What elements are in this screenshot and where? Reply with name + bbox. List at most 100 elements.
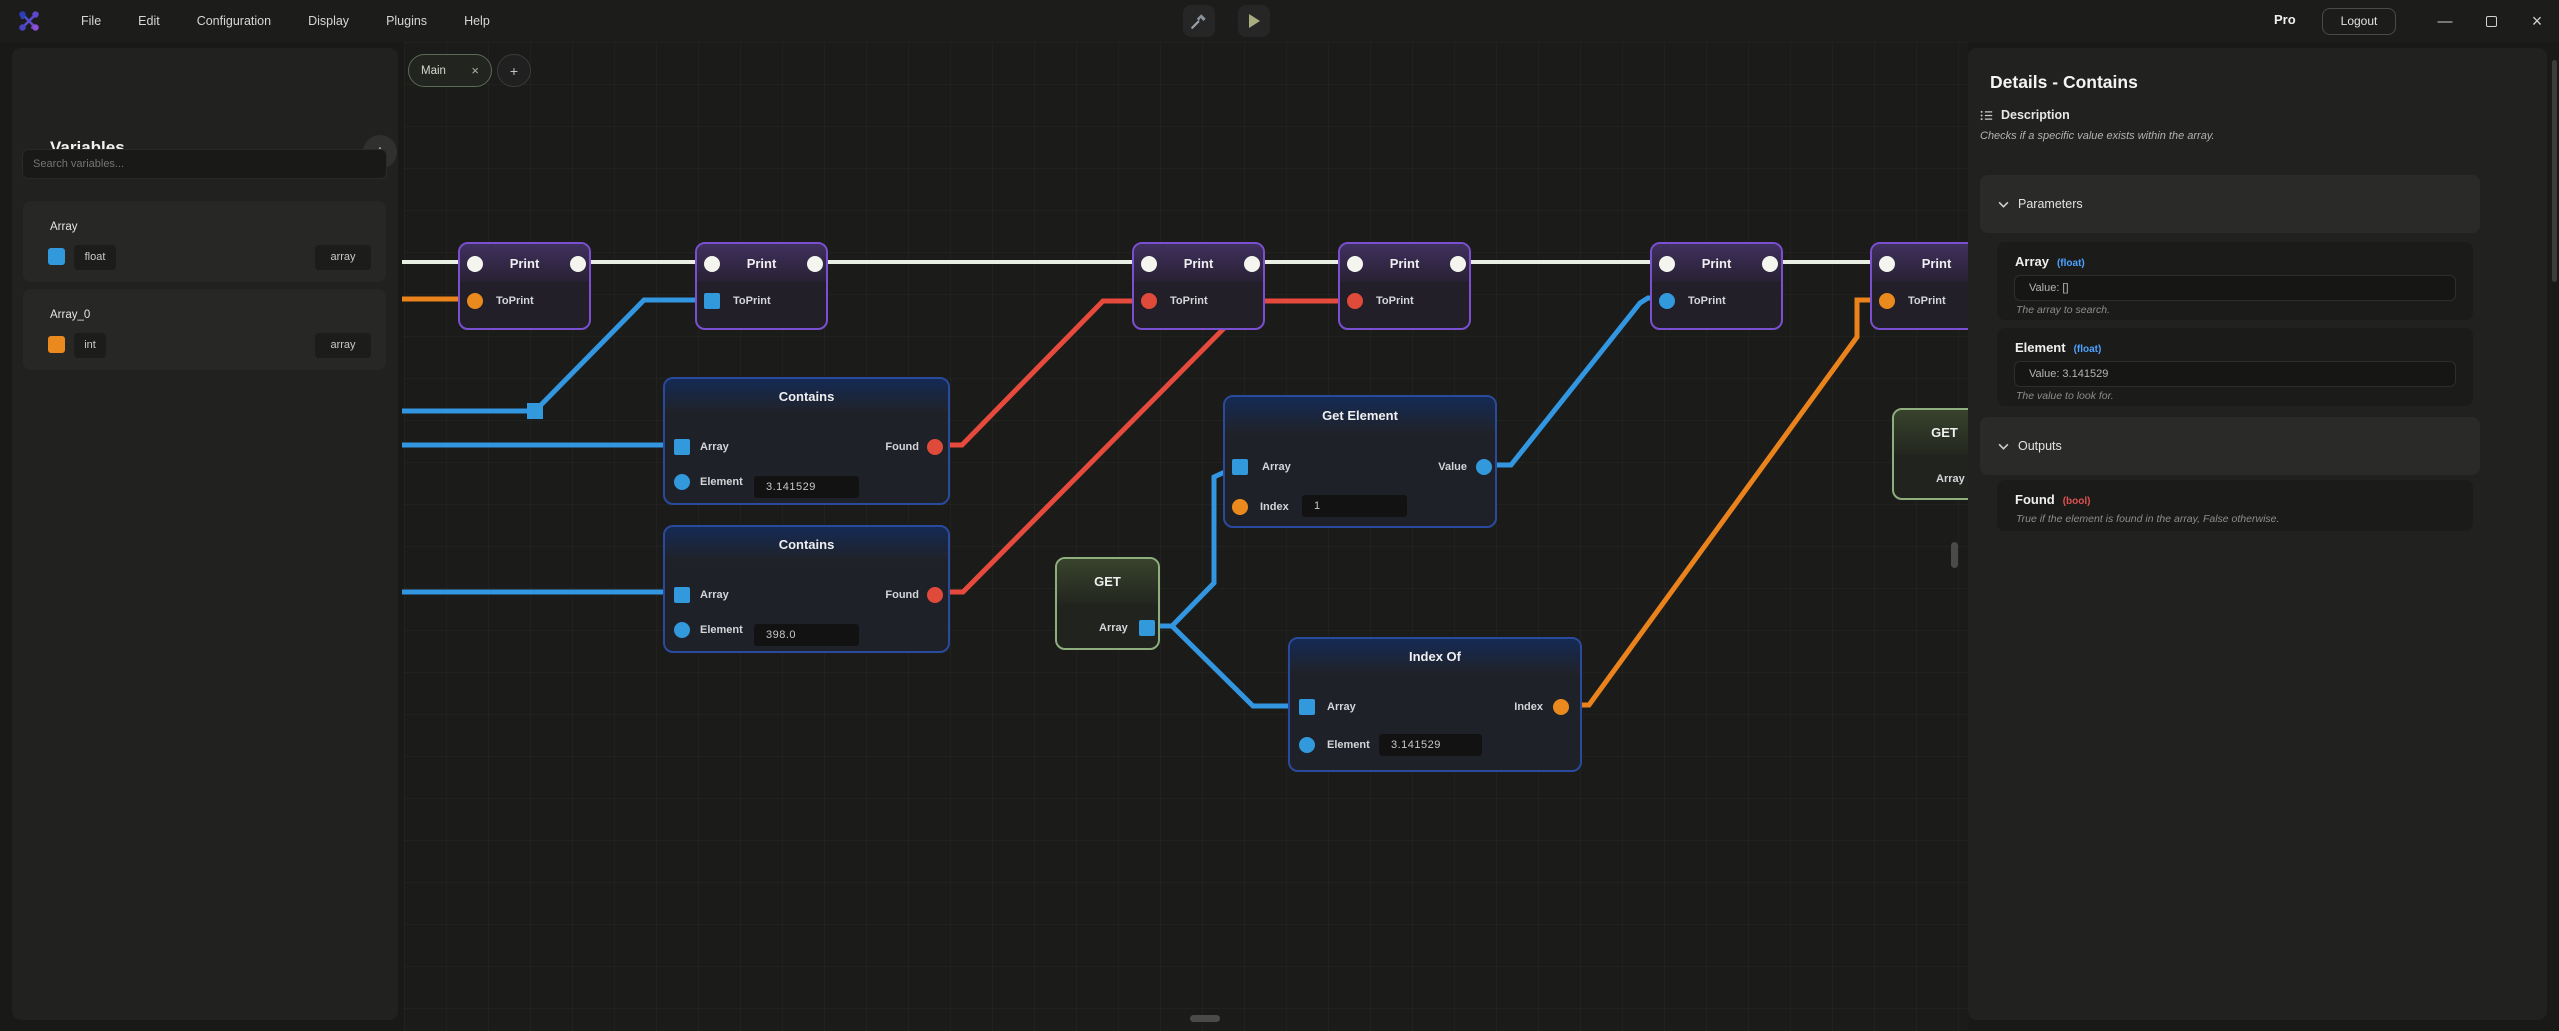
index-out-port[interactable] xyxy=(1553,699,1569,715)
node-canvas[interactable] xyxy=(404,42,1968,1031)
found-out-port[interactable] xyxy=(927,587,943,603)
element-value-input[interactable]: 3.141529 xyxy=(754,476,859,498)
node-title: Print xyxy=(509,255,540,271)
outputs-section-header[interactable]: Outputs xyxy=(1980,417,2480,475)
exec-in-port[interactable] xyxy=(1347,256,1363,272)
parameter-name: Element (float) xyxy=(2015,340,2101,355)
node-title: Print xyxy=(1389,255,1420,271)
build-button[interactable] xyxy=(1183,5,1215,37)
panel-scrollbar-thumb[interactable] xyxy=(2552,60,2557,282)
port-label: Index xyxy=(1514,701,1543,713)
parameter-type: (float) xyxy=(2073,344,2102,355)
node-print-5[interactable]: Print ToPrint xyxy=(1650,242,1783,330)
container-chip[interactable]: array xyxy=(315,245,371,270)
new-tab-button[interactable]: + xyxy=(497,54,531,87)
canvas-vertical-scrollbar-thumb[interactable] xyxy=(1951,542,1958,568)
exec-in-port[interactable] xyxy=(1879,256,1895,272)
node-get-element[interactable]: Get Element Array Value Index 1 xyxy=(1223,395,1497,528)
element-value-input[interactable]: 3.141529 xyxy=(1379,734,1482,756)
close-button[interactable]: × xyxy=(2531,10,2543,31)
array-in-port[interactable] xyxy=(1232,459,1248,475)
menu-file[interactable]: File xyxy=(81,14,102,28)
toprint-port[interactable] xyxy=(1659,293,1675,309)
exec-out-port[interactable] xyxy=(1762,256,1778,272)
type-chip[interactable]: int xyxy=(74,333,106,358)
parameter-card: Element(float) Value: 3.141529 The value… xyxy=(1997,328,2473,406)
element-in-port[interactable] xyxy=(1299,737,1315,753)
node-print-2[interactable]: Print ToPrint xyxy=(695,242,828,330)
index-value-input[interactable]: 1 xyxy=(1302,495,1407,517)
array-in-port[interactable] xyxy=(1299,699,1315,715)
tab-main[interactable]: Main × xyxy=(408,54,492,87)
logout-button[interactable]: Logout xyxy=(2322,8,2396,35)
variable-item[interactable]: Array float array xyxy=(23,201,386,282)
type-chip[interactable]: float xyxy=(74,245,116,270)
minimize-button[interactable]: — xyxy=(2437,12,2453,30)
parameter-name-text: Element xyxy=(2015,340,2066,355)
port-label: ToPrint xyxy=(1376,295,1414,307)
exec-out-port[interactable] xyxy=(1244,256,1260,272)
variable-name: Array xyxy=(50,221,78,233)
node-title: GET xyxy=(1094,574,1121,589)
menu-configuration[interactable]: Configuration xyxy=(196,14,272,28)
output-type: (bool) xyxy=(2062,496,2091,507)
node-get-1[interactable]: GET Array xyxy=(1055,557,1160,650)
chevron-down-icon xyxy=(1998,443,2009,450)
toprint-port[interactable] xyxy=(1347,293,1363,309)
parameters-section-header[interactable]: Parameters xyxy=(1980,175,2480,233)
toprint-port[interactable] xyxy=(1141,293,1157,309)
element-value-input[interactable]: 398.0 xyxy=(754,624,859,646)
node-index-of[interactable]: Index Of Array Index Element 3.141529 xyxy=(1288,637,1582,772)
exec-in-port[interactable] xyxy=(704,256,720,272)
horizontal-scrollbar-thumb[interactable] xyxy=(1190,1015,1220,1022)
parameter-card: Array(float) Value: [] The array to sear… xyxy=(1997,242,2473,320)
node-contains-2[interactable]: Contains Array Found Element 398.0 xyxy=(663,525,950,653)
array-out-port[interactable] xyxy=(1139,620,1155,636)
element-in-port[interactable] xyxy=(674,622,690,638)
node-header: Contains xyxy=(665,527,948,561)
port-label: Element xyxy=(1327,739,1370,751)
menu-display[interactable]: Display xyxy=(308,14,350,28)
exec-out-port[interactable] xyxy=(1450,256,1466,272)
node-print-3[interactable]: Print ToPrint xyxy=(1132,242,1265,330)
node-print-4[interactable]: Print ToPrint xyxy=(1338,242,1471,330)
parameter-value-input[interactable]: Value: 3.141529 xyxy=(2014,361,2456,387)
toprint-port[interactable] xyxy=(1879,293,1895,309)
node-header: GET xyxy=(1057,559,1158,604)
run-button[interactable] xyxy=(1238,5,1270,37)
node-contains-1[interactable]: Contains Array Found Element 3.141529 xyxy=(663,377,950,505)
exec-out-port[interactable] xyxy=(807,256,823,272)
port-label: ToPrint xyxy=(496,295,534,307)
search-input[interactable] xyxy=(22,149,387,179)
value-out-port[interactable] xyxy=(1476,459,1492,475)
node-header: Contains xyxy=(665,379,948,413)
menu-edit[interactable]: Edit xyxy=(138,14,160,28)
exec-in-port[interactable] xyxy=(1659,256,1675,272)
variable-name: Array_0 xyxy=(50,309,91,321)
element-in-port[interactable] xyxy=(674,474,690,490)
parameters-label: Parameters xyxy=(2018,197,2083,211)
toprint-port[interactable] xyxy=(704,293,720,309)
array-in-port[interactable] xyxy=(674,587,690,603)
exec-out-port[interactable] xyxy=(570,256,586,272)
node-print-1[interactable]: Print ToPrint xyxy=(458,242,591,330)
exec-in-port[interactable] xyxy=(1141,256,1157,272)
port-label: Array xyxy=(1099,622,1128,634)
list-icon xyxy=(1980,110,1993,120)
port-label: Array xyxy=(1327,701,1356,713)
container-chip[interactable]: array xyxy=(315,333,371,358)
variable-item[interactable]: Array_0 int array xyxy=(23,289,386,370)
output-name: Found(bool) xyxy=(2015,492,2090,507)
menu-plugins[interactable]: Plugins xyxy=(386,14,428,28)
exec-in-port[interactable] xyxy=(467,256,483,272)
toprint-port[interactable] xyxy=(467,293,483,309)
index-in-port[interactable] xyxy=(1232,499,1248,515)
node-title: Get Element xyxy=(1322,408,1398,423)
parameter-value-input[interactable]: Value: [] xyxy=(2014,275,2456,301)
array-in-port[interactable] xyxy=(674,439,690,455)
menu-help[interactable]: Help xyxy=(464,14,490,28)
tab-close-icon[interactable]: × xyxy=(471,63,479,78)
maximize-icon xyxy=(2485,15,2497,27)
found-out-port[interactable] xyxy=(927,439,943,455)
maximize-button[interactable] xyxy=(2471,0,2511,42)
